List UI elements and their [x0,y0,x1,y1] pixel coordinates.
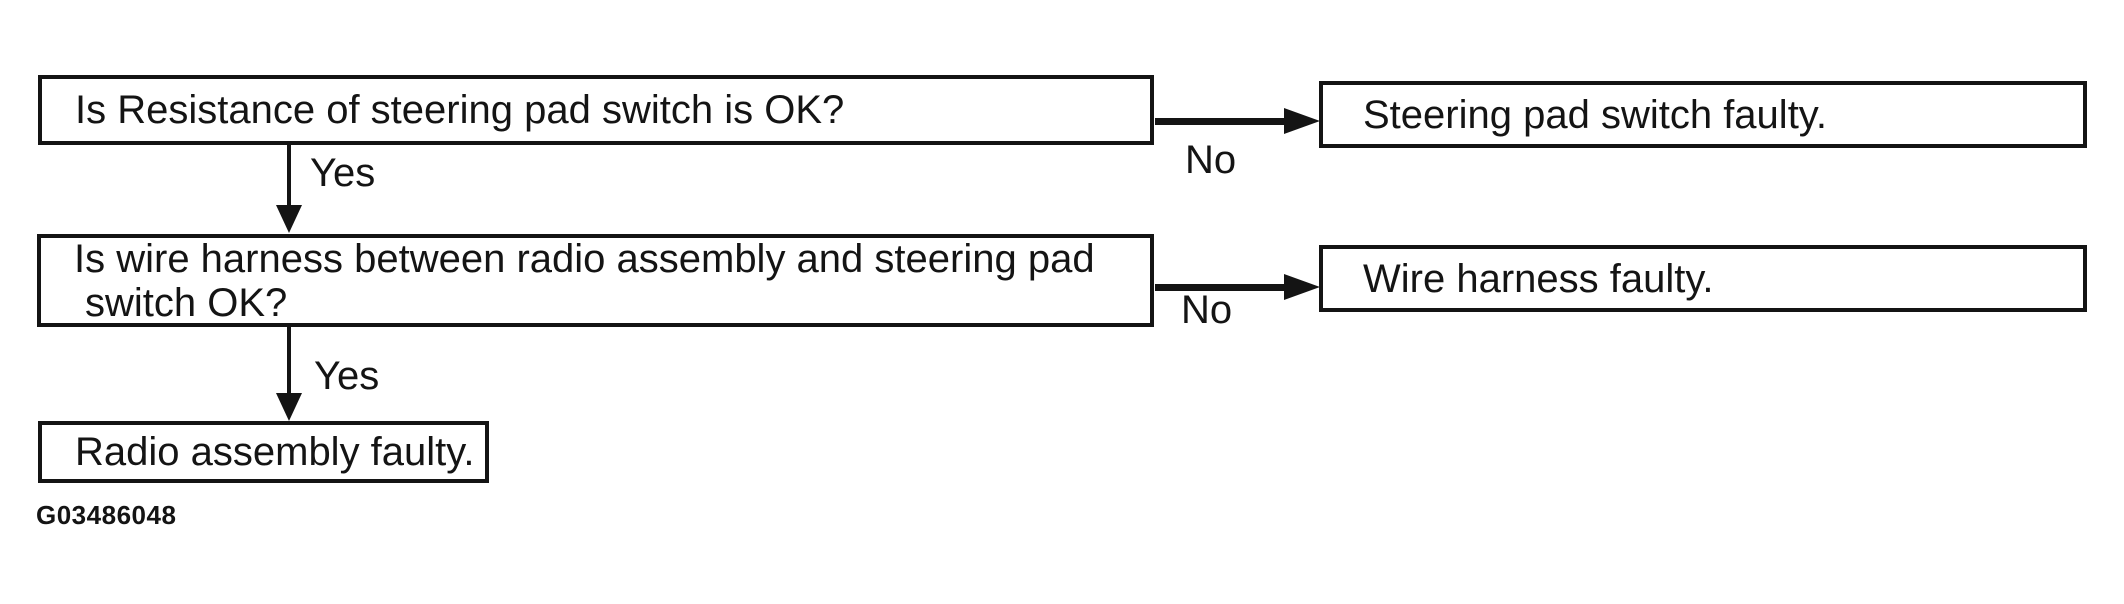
arrow-yes-1-shaft [287,143,291,207]
arrow-yes-1-arrowhead-icon [276,205,302,233]
arrow-no-1-shaft [1155,118,1287,125]
node-result-wire-harness-faulty: Wire harness faulty. [1319,245,2087,312]
arrow-yes-2-shaft [287,327,291,394]
node-question-wire-harness-label-line2: switch OK? [85,280,288,325]
node-question-resistance-label: Is Resistance of steering pad switch is … [75,88,845,132]
node-result-radio-assembly-faulty-label: Radio assembly faulty. [75,430,475,474]
node-result-steering-pad-switch-faulty: Steering pad switch faulty. [1319,81,2087,148]
node-question-wire-harness: Is wire harness between radio assembly a… [37,234,1154,327]
edge-label-yes-1: Yes [310,151,376,195]
node-question-wire-harness-label-line1: Is wire harness between radio assembly a… [74,236,1095,281]
edge-label-no-1: No [1185,138,1237,182]
node-result-steering-pad-switch-faulty-label: Steering pad switch faulty. [1363,92,1827,137]
arrow-yes-2-arrowhead-icon [276,393,302,421]
node-result-radio-assembly-faulty: Radio assembly faulty. [38,421,489,483]
arrow-no-2-arrowhead-icon [1284,274,1320,300]
arrow-no-1-arrowhead-icon [1284,108,1320,134]
figure-id: G03486048 [36,500,177,530]
arrow-no-2-shaft [1155,284,1287,291]
node-result-wire-harness-faulty-label: Wire harness faulty. [1363,256,1714,301]
node-question-resistance: Is Resistance of steering pad switch is … [38,75,1154,145]
edge-label-no-2: No [1181,288,1233,332]
edge-label-yes-2: Yes [314,354,380,398]
